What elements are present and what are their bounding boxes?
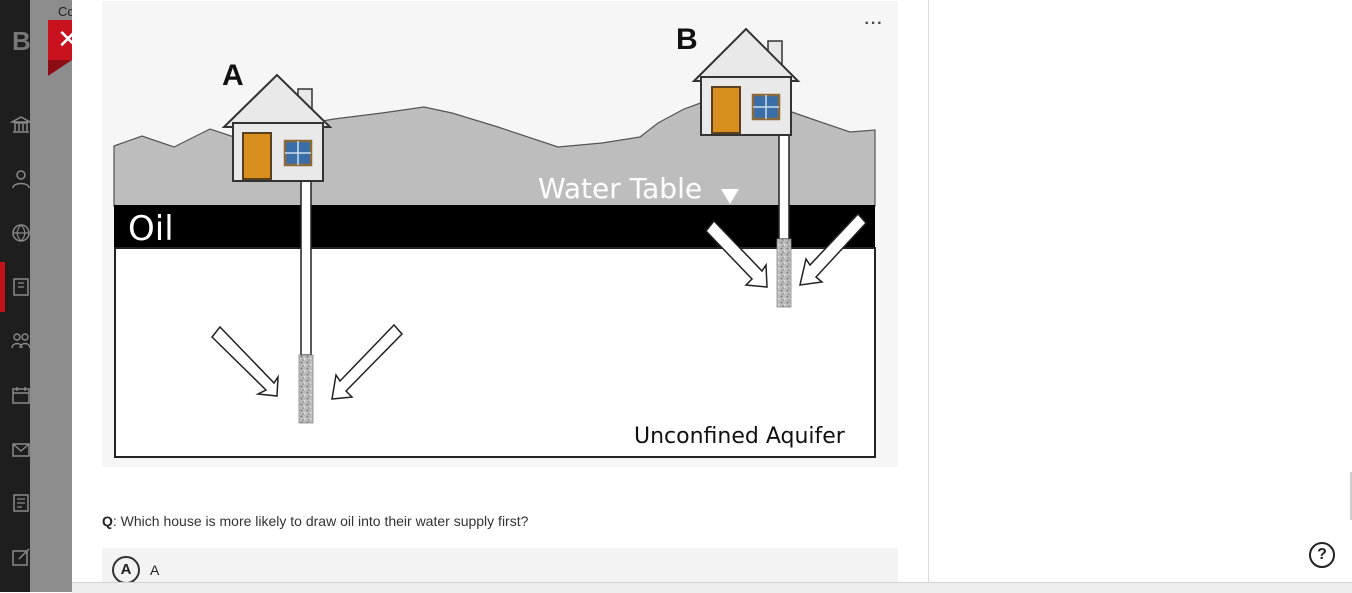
answer-option-a[interactable]: A A	[102, 548, 898, 582]
house-a	[221, 73, 333, 182]
grades-icon[interactable]	[10, 492, 32, 514]
nav-rail: B	[0, 0, 32, 592]
scroll-edge	[1350, 472, 1352, 520]
water-table-label: Water Table	[538, 172, 702, 205]
user-icon[interactable]	[10, 168, 32, 190]
more-options-button[interactable]: ···	[864, 15, 884, 32]
house-a-label: A	[222, 59, 244, 92]
breadcrumb: Co	[58, 4, 75, 19]
brand-logo: B	[12, 26, 31, 56]
house-b	[691, 27, 801, 136]
active-indicator	[0, 262, 5, 312]
courses-icon[interactable]	[10, 276, 32, 298]
help-icon[interactable]: ?	[1309, 542, 1335, 568]
answer-text: A	[150, 562, 160, 578]
answer-letter-bubble: A	[112, 556, 140, 582]
groups-icon[interactable]	[10, 330, 32, 352]
question-body: : Which house is more likely to draw oil…	[112, 513, 529, 529]
aquifer-diagram: A B Water Table Oil Unconfined Aquifer ·…	[102, 1, 898, 467]
house-b-label: B	[676, 23, 698, 56]
page-overlay: Co	[30, 0, 75, 592]
calendar-icon[interactable]	[10, 384, 32, 406]
question-prefix: Q	[102, 513, 113, 529]
question-text: Q: Which house is more likely to draw oi…	[102, 513, 528, 529]
messages-icon[interactable]	[10, 438, 32, 460]
tools-icon[interactable]	[10, 546, 32, 568]
institution-icon[interactable]	[10, 114, 32, 136]
bottom-bar	[72, 582, 1352, 593]
close-button-tail	[48, 60, 72, 76]
oil-label: Oil	[128, 209, 174, 249]
panel-divider	[928, 0, 929, 582]
aquifer-illustration: A B Water Table Oil Unconfined Aquifer	[113, 23, 876, 458]
aquifer-label: Unconfined Aquifer	[634, 424, 846, 449]
globe-icon[interactable]	[10, 222, 32, 244]
